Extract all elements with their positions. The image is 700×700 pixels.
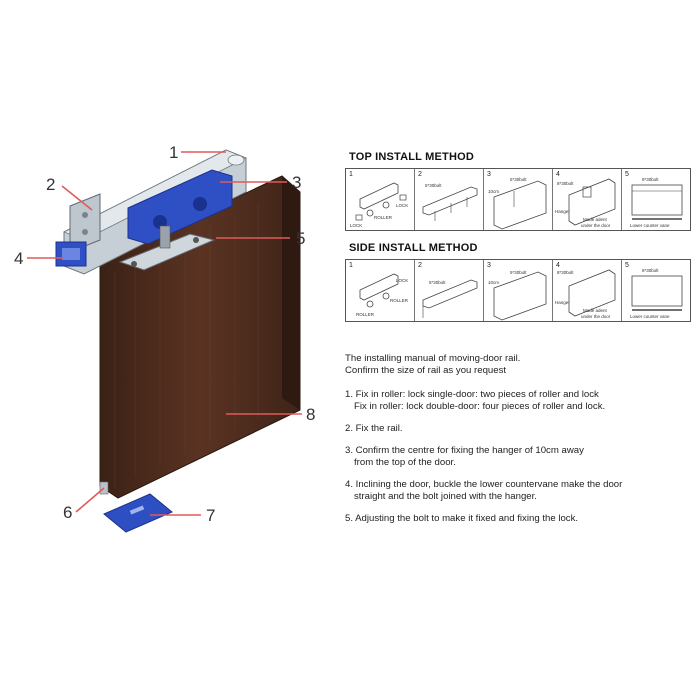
side-install-steps: 1 LOCK ROLLER ROLLER 2 5*30bolt 3 5*30bo… <box>345 259 691 322</box>
manual-step-4: 4. Inclining the door, buckle the lower … <box>345 479 675 503</box>
label-bolt: 8*30bolt <box>642 268 659 273</box>
label-bolt: 5*30bolt <box>425 183 442 188</box>
top-step-3: 3 5*30bolt 10cm <box>484 169 553 230</box>
label-bolt: 8*30bolt <box>642 177 659 182</box>
label-note: Made adent <box>583 308 608 313</box>
manual-steps: 1. Fix in roller: lock single-door: two … <box>345 389 675 525</box>
side-step-4: 4 8*30bolt Hanger Made adent under the d… <box>553 260 622 321</box>
manual-intro-line: Confirm the size of rail as you request <box>345 365 675 377</box>
side-step-1: 1 LOCK ROLLER ROLLER <box>346 260 415 321</box>
step-text: 1. Fix in roller: lock single-door: two … <box>345 389 675 401</box>
callout-3: 3 <box>292 173 301 192</box>
label-note: under the door <box>581 314 611 319</box>
step-text: straight and the bolt joined with the ha… <box>345 491 675 503</box>
label-roller: ROLLER <box>374 215 393 220</box>
top-step-5: 5 8*30bolt Lower counter vane <box>622 169 690 230</box>
step-text: 2. Fix the rail. <box>345 423 675 435</box>
side-step-5: 5 8*30bolt Lower counter vane <box>622 260 690 321</box>
label-distance: 10cm <box>488 189 499 194</box>
rail-roller-sketch: LOCK ROLLER LOCK <box>346 169 415 231</box>
step-text: 3. Confirm the centre for fixing the han… <box>345 445 675 457</box>
manual-step-3: 3. Confirm the centre for fixing the han… <box>345 445 675 469</box>
label-vane: Lower counter vane <box>630 314 670 319</box>
label-lock: LOCK <box>350 223 362 228</box>
side-step-2: 2 5*30bolt <box>415 260 484 321</box>
label-roller: ROLLER <box>356 312 375 317</box>
label-lock: LOCK <box>396 203 408 208</box>
hang-door-sketch: 8*30bolt Hanger Made adent under the doo… <box>553 169 622 231</box>
label-bolt: 5*30bolt <box>510 270 527 275</box>
label-bolt: 8*30bolt <box>557 181 574 186</box>
rail-end-stopper <box>56 242 86 266</box>
manual-step-2: 2. Fix the rail. <box>345 423 675 435</box>
manual-step-1: 1. Fix in roller: lock single-door: two … <box>345 389 675 413</box>
top-install-steps: 1 LOCK ROLLER LOCK 2 5*30bolt 3 5*30bolt… <box>345 168 691 231</box>
label-hanger: Hanger <box>555 300 570 305</box>
lower-vane-sketch: 8*30bolt Lower counter vane <box>622 169 691 231</box>
installation-manual: The installing manual of moving-door rai… <box>345 353 675 535</box>
label-vane: Lower counter vane <box>630 223 670 228</box>
hanger-position-sketch: 5*30bolt 10cm <box>484 260 553 322</box>
hang-door-sketch: 8*30bolt Hanger Made adent under the doo… <box>553 260 622 322</box>
label-bolt: 8*30bolt <box>557 270 574 275</box>
label-roller: ROLLER <box>390 298 409 303</box>
label-hanger: Hanger <box>555 209 570 214</box>
callout-8: 8 <box>306 405 315 424</box>
top-step-2: 2 5*30bolt <box>415 169 484 230</box>
lower-vane-sketch: 8*30bolt Lower counter vane <box>622 260 691 322</box>
label-bolt: 5*30bolt <box>510 177 527 182</box>
label-bolt: 5*30bolt <box>429 280 446 285</box>
callout-5: 5 <box>296 229 305 248</box>
step-text: 5. Adjusting the bolt to make it fixed a… <box>345 513 675 525</box>
manual-step-5: 5. Adjusting the bolt to make it fixed a… <box>345 513 675 525</box>
callout-1: 1 <box>169 143 178 162</box>
top-step-4: 4 8*30bolt Hanger Made adent under the d… <box>553 169 622 230</box>
rail-roller-sketch: LOCK ROLLER ROLLER <box>346 260 415 322</box>
floor-guide-plate <box>104 494 172 532</box>
manual-intro: The installing manual of moving-door rai… <box>345 353 675 377</box>
top-install-title: TOP INSTALL METHOD <box>349 151 474 163</box>
step-text: 4. Inclining the door, buckle the lower … <box>345 479 675 491</box>
hanger-position-sketch: 5*30bolt 10cm <box>484 169 553 231</box>
fix-rail-sketch: 5*30bolt <box>415 260 484 322</box>
callout-7: 7 <box>206 506 215 525</box>
top-step-1: 1 LOCK ROLLER LOCK <box>346 169 415 230</box>
fix-rail-sketch: 5*30bolt <box>415 169 484 231</box>
callout-2: 2 <box>46 175 55 194</box>
step-text: Fix in roller: lock double-door: four pi… <box>345 401 675 413</box>
label-note: Made adent <box>583 217 608 222</box>
callout-6: 6 <box>63 503 72 522</box>
callout-4: 4 <box>14 249 23 268</box>
side-install-title: SIDE INSTALL METHOD <box>349 242 478 254</box>
label-lock: LOCK <box>396 278 408 283</box>
manual-intro-line: The installing manual of moving-door rai… <box>345 353 675 365</box>
label-note: under the door <box>581 223 611 228</box>
label-distance: 10cm <box>488 280 499 285</box>
step-text: from the top of the door. <box>345 457 675 469</box>
door-rail-illustration: 1 2 3 4 5 6 7 8 <box>0 0 340 560</box>
side-step-3: 3 5*30bolt 10cm <box>484 260 553 321</box>
